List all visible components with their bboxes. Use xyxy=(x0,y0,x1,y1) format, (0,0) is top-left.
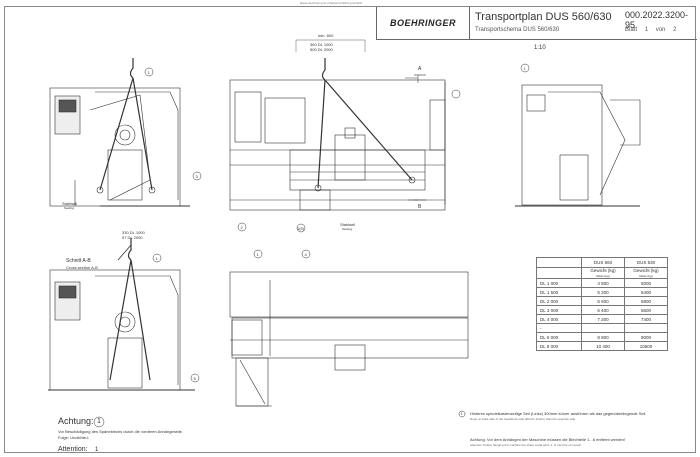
cross-section-view xyxy=(48,238,195,391)
achtung-line-1: Vor Beschädigung des Späneblechs durch d… xyxy=(58,429,183,434)
dim-top-a: 360 DL 1000 xyxy=(310,42,333,47)
achtung-number: 1 xyxy=(97,418,101,425)
weight-unit-560: Gewicht (kg) xyxy=(590,268,616,273)
sheet-info: Blatt 1 von 2 xyxy=(625,27,682,33)
drawing-title: Transportplan DUS 560/630 xyxy=(475,11,612,23)
attention-number: 1 xyxy=(95,447,99,453)
callout-5: 5 xyxy=(193,375,196,381)
row-dus630: 10600 xyxy=(624,341,668,351)
row-dus560: 7 200 xyxy=(581,314,625,324)
row-dus560: 8 800 xyxy=(581,332,625,342)
row-dus560: 5 200 xyxy=(581,287,625,297)
callout-1-5: 1(5) xyxy=(297,225,305,231)
note-callout-1: 1 xyxy=(460,411,463,416)
steel-rope-label-mid-en: Seeling xyxy=(342,227,353,231)
sheet-total: 2 xyxy=(673,27,677,33)
dim-left-a: 330 DL 1000 xyxy=(122,230,145,235)
side-view-left-top xyxy=(49,58,190,207)
callout-1-plan: 1 xyxy=(256,251,259,257)
sheet-number: 1 xyxy=(644,27,649,33)
row-dus560: 10 400 xyxy=(581,341,625,351)
section-label-en: Cross section A-B xyxy=(66,265,98,270)
callout-markers xyxy=(93,63,530,428)
section-label: Schnitt A-B xyxy=(66,258,91,264)
weight-unit-630-en: Mass (kg) xyxy=(639,274,653,278)
title-block: BOEHRINGER Transportplan DUS 560/630 Tra… xyxy=(376,7,697,40)
dim-min: min. 800 xyxy=(318,33,334,38)
row-dus630: 5400 xyxy=(624,287,668,297)
row-model: - xyxy=(536,323,582,333)
col-dus560: DUS 560 xyxy=(581,257,625,268)
callout-3: 3 xyxy=(195,173,198,179)
note-remove-de: Achtung: Vor dem Anhängen der Maschine m… xyxy=(470,437,625,442)
row-model: DL 1 000 xyxy=(536,278,582,288)
weight-unit-560-en: Mass (kg) xyxy=(596,274,610,278)
row-dus630: 5000 xyxy=(624,278,668,288)
weight-table-subheader: Gewicht (kg)Mass (kg) Gewicht (kg)Mass (… xyxy=(536,267,668,279)
copyright-notice: Diese Zeichnung ist urheberrechtlich ges… xyxy=(300,1,363,5)
section-arrows xyxy=(414,74,426,201)
row-dus560: 6 400 xyxy=(581,305,625,315)
company-logo-box: BOEHRINGER xyxy=(377,7,470,39)
row-dus560: 5 600 xyxy=(581,296,625,306)
scale-label: 1:10 xyxy=(534,45,546,51)
row-model: DL 1 500 xyxy=(536,287,582,297)
drawing-frame xyxy=(4,6,696,453)
row-model: DL 4 000 xyxy=(536,314,582,324)
of-label: von xyxy=(655,27,666,33)
dim-left-b: 97 DL 2000 xyxy=(122,235,143,240)
steel-rope-label-left: Stahlseil xyxy=(62,201,78,206)
weight-table: DUS 560 DUS 630 Gewicht (kg)Mass (kg) Ge… xyxy=(536,257,668,351)
row-dus630: 9000 xyxy=(624,332,668,342)
weight-table-header: DUS 560 DUS 630 xyxy=(536,257,668,268)
dim-top-b: 500 DL 2000 xyxy=(310,47,333,52)
arrow-a-label: A xyxy=(418,66,422,72)
achtung-line-2: Folge: Undichte-t xyxy=(58,435,89,440)
achtung-title: Achtung: xyxy=(58,416,94,426)
row-dus560: 4 800 xyxy=(581,278,625,288)
drawing-subtitle: Transportschema DUS 560/630 xyxy=(475,27,560,33)
callout-1-right: 1 xyxy=(523,65,526,71)
attention-title: Attention: xyxy=(58,446,88,453)
row-dus630: 5800 xyxy=(624,296,668,306)
callout-1-section: 1 xyxy=(155,255,158,261)
row-dus560 xyxy=(581,323,625,333)
callout-1-top: 1 xyxy=(147,69,150,75)
note-rope-de: Hinteres spindelkastenseitige Seil (Link… xyxy=(470,411,646,416)
callout-4: 4 xyxy=(304,251,307,257)
col-dus630: DUS 630 xyxy=(624,257,668,268)
sheet-label: Blatt xyxy=(625,27,638,33)
model-header xyxy=(536,257,582,268)
weight-unit-630: Gewicht (kg) xyxy=(633,268,659,273)
row-model: DL 3 000 xyxy=(536,305,582,315)
row-dus630: 6600 xyxy=(624,305,668,315)
row-model: DL 6 000 xyxy=(536,332,582,342)
row-dus630: 7400 xyxy=(624,314,668,324)
row-model: DL 2 000 xyxy=(536,296,582,306)
note-rope-en: Rope on back side of the headstock side … xyxy=(470,417,576,421)
document-number: 000.2022.3200-95 xyxy=(625,10,689,30)
table-row: - xyxy=(536,323,668,333)
steel-rope-label-mid: Stahlseil xyxy=(340,222,356,227)
front-view-top xyxy=(229,39,446,211)
company-logo: BOEHRINGER xyxy=(389,18,456,28)
note-remove-en: Attention: before hanging the machine th… xyxy=(470,443,582,447)
row-dus630 xyxy=(624,323,668,333)
end-view-top xyxy=(515,84,641,207)
callout-2: 2 xyxy=(240,224,243,230)
row-model: DL 8 000 xyxy=(536,341,582,351)
arrow-b-label: B xyxy=(418,204,422,210)
plan-view xyxy=(229,271,469,407)
steel-rope-label-left-en: Seeling xyxy=(64,206,75,210)
